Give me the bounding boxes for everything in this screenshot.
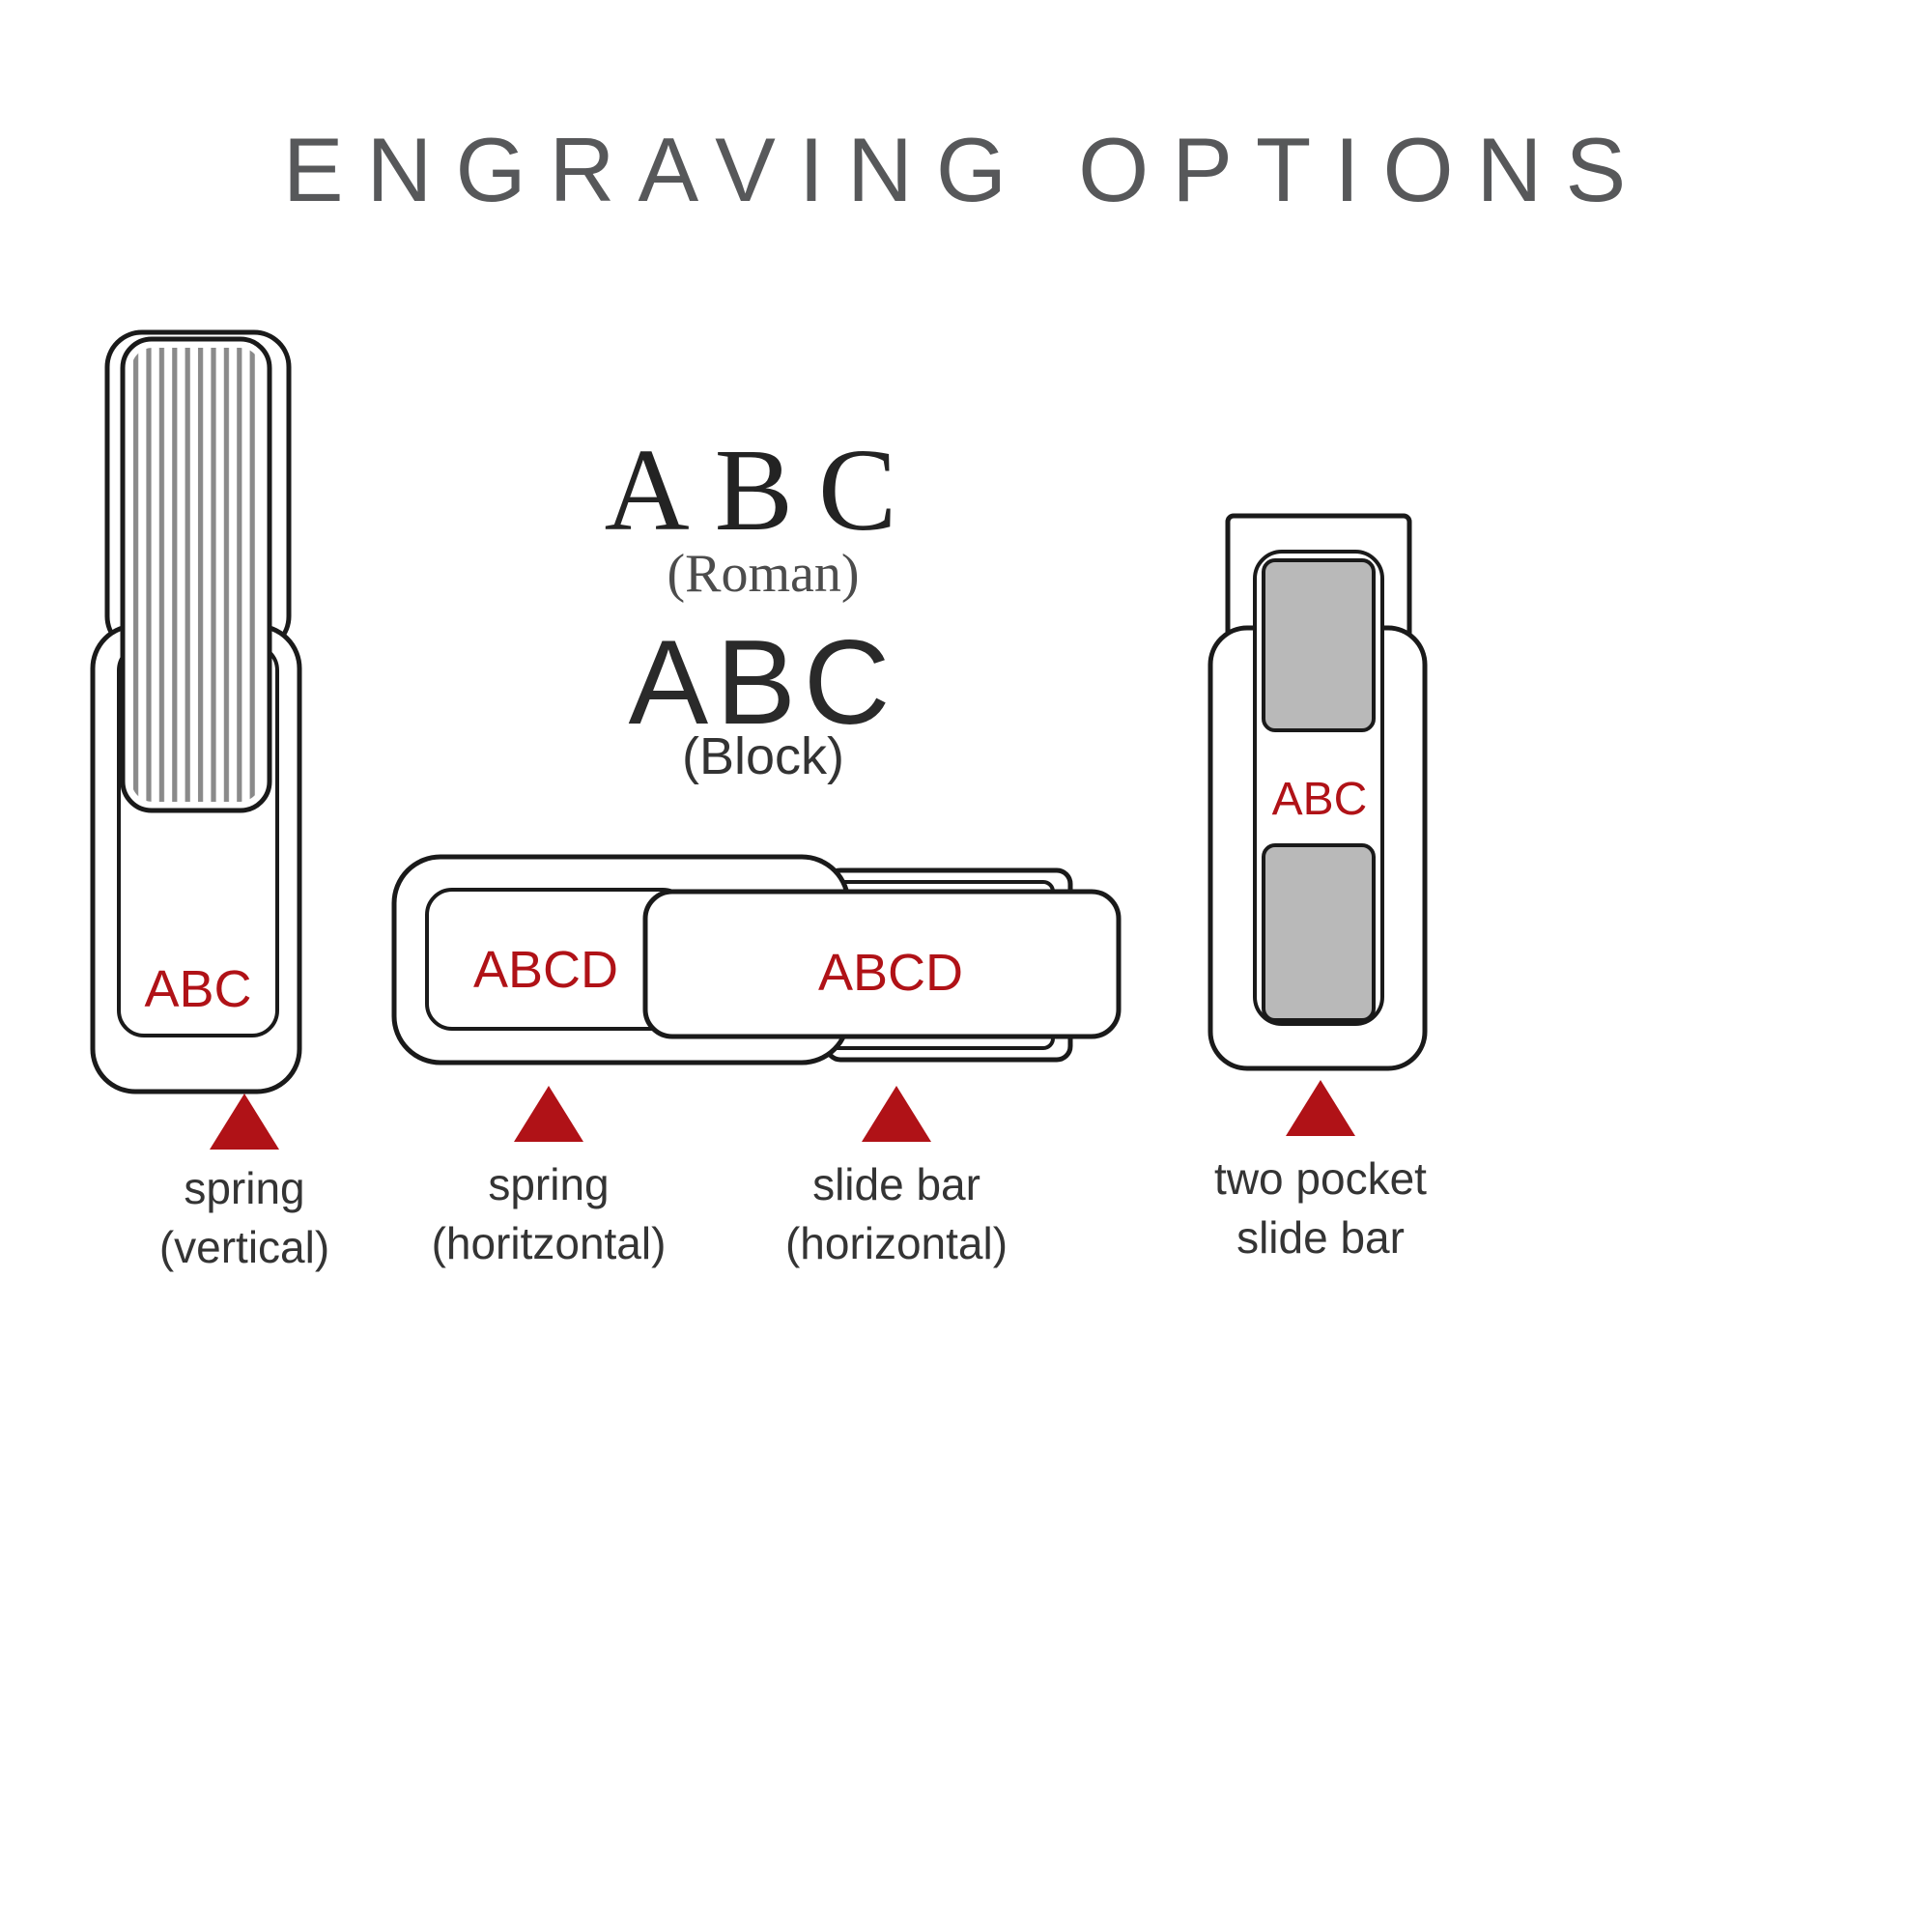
engraving-text-spring-horizontal: ABCD <box>472 941 619 999</box>
label-line: two pocket <box>1214 1153 1427 1204</box>
roman-font-sample: ABC <box>604 425 923 555</box>
spring-pad-stripes <box>131 348 261 802</box>
engraving-text-two-pocket: ABC <box>1271 774 1368 825</box>
label-line: slide bar <box>1236 1211 1405 1263</box>
label-line: (horizontal) <box>784 1217 1009 1268</box>
two-pocket-pointer-icon <box>1286 1080 1355 1136</box>
roman-font-caption: (Roman) <box>667 544 860 604</box>
label-line: spring <box>184 1163 305 1213</box>
slide-bar-pointer-icon <box>862 1086 931 1142</box>
label-line: (vertical) <box>158 1221 330 1272</box>
label-line: (horitzontal) <box>431 1217 667 1268</box>
label-two-pocket: two pocket slide bar <box>1176 1150 1465 1266</box>
slide-bar-front-plate <box>642 889 1122 1039</box>
label-slide-bar: slide bar (horizontal) <box>752 1155 1041 1272</box>
page-title: ENGRAVING OPTIONS <box>282 119 1650 220</box>
label-spring-vertical: spring (vertical) <box>99 1159 389 1276</box>
label-spring-horizontal: spring (horitzontal) <box>404 1155 694 1272</box>
engraving-text-spring-vertical: ABC <box>144 960 252 1018</box>
spring-vertical-pointer-icon <box>210 1094 279 1150</box>
block-font-sample: ABC <box>628 616 898 750</box>
pocket-top <box>1262 558 1376 732</box>
horizontal-clip <box>391 854 1122 1065</box>
spring-vertical-clip <box>90 329 302 1094</box>
engraving-text-slide-bar: ABCD <box>817 944 964 1002</box>
pointer-triangles <box>210 1080 1355 1150</box>
spring-horizontal-pointer-icon <box>514 1086 583 1142</box>
label-line: spring <box>488 1159 610 1209</box>
pocket-bottom <box>1262 843 1376 1022</box>
two-pocket-clip <box>1208 513 1428 1071</box>
label-line: slide bar <box>812 1159 980 1209</box>
block-font-caption: (Block) <box>681 727 844 785</box>
